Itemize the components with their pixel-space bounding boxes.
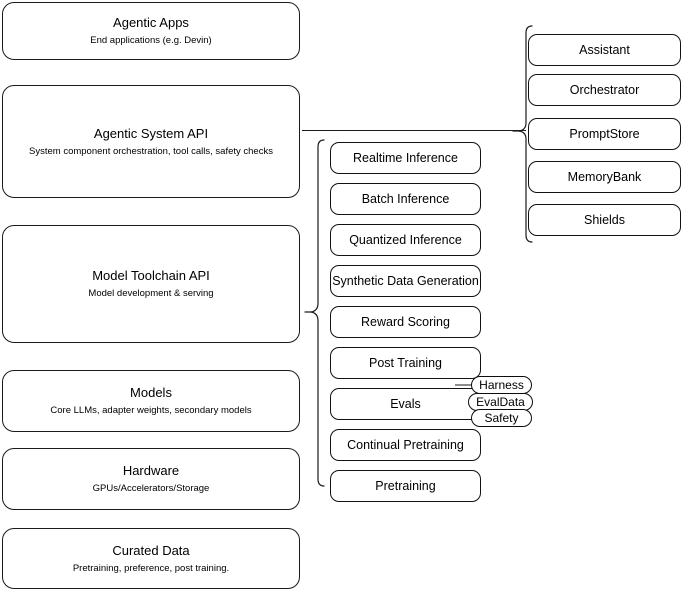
layer-title: Hardware — [122, 463, 180, 478]
eval-badge-label: Harness — [479, 378, 524, 392]
toolchain-brace — [304, 138, 326, 520]
eval-badge-label: Safety — [484, 411, 519, 425]
system-components-brace — [512, 24, 534, 252]
system-api-connector-line — [302, 124, 526, 138]
eval-badge-label: EvalData — [476, 395, 525, 409]
toolchain-item-label: Reward Scoring — [361, 314, 450, 329]
toolchain-item-label: Realtime Inference — [353, 150, 458, 165]
layer-curated-data[interactable]: Curated Data Pretraining, preference, po… — [2, 528, 300, 589]
toolchain-item-realtime-inference[interactable]: Realtime Inference — [330, 142, 481, 174]
layer-models[interactable]: Models Core LLMs, adapter weights, secon… — [2, 370, 300, 432]
layer-subtitle: Core LLMs, adapter weights, secondary mo… — [50, 405, 252, 416]
layer-agentic-system-api[interactable]: Agentic System API System component orch… — [2, 85, 300, 198]
system-component-label: Orchestrator — [569, 82, 640, 97]
system-component-assistant[interactable]: Assistant — [528, 34, 681, 66]
toolchain-item-label: Batch Inference — [361, 191, 450, 206]
eval-badge-harness[interactable]: Harness — [471, 376, 532, 394]
system-component-label: MemoryBank — [567, 169, 642, 184]
layer-title: Model Toolchain API — [92, 268, 210, 283]
layer-subtitle: GPUs/Accelerators/Storage — [92, 483, 210, 494]
layer-title: Models — [130, 385, 172, 400]
system-component-memorybank[interactable]: MemoryBank — [528, 161, 681, 193]
toolchain-item-quantized-inference[interactable]: Quantized Inference — [330, 224, 481, 256]
layer-subtitle: Pretraining, preference, post training. — [72, 562, 230, 574]
eval-badge-evaldata[interactable]: EvalData — [468, 393, 533, 411]
toolchain-item-synthetic-data-generation[interactable]: Synthetic Data Generation — [330, 265, 481, 297]
system-component-promptstore[interactable]: PromptStore — [528, 118, 681, 150]
system-component-shields[interactable]: Shields — [528, 204, 681, 236]
layer-title: Agentic System API — [93, 125, 209, 141]
toolchain-item-label: Pretraining — [375, 478, 436, 493]
toolchain-item-label: Post Training — [369, 355, 442, 370]
layer-hardware[interactable]: Hardware GPUs/Accelerators/Storage — [2, 448, 300, 510]
system-component-label: PromptStore — [569, 126, 640, 141]
toolchain-item-label: Evals — [390, 396, 421, 411]
layer-subtitle: Model development & serving — [88, 288, 214, 299]
layer-title: Agentic Apps — [113, 15, 189, 30]
layer-subtitle: System component orchestration, tool cal… — [29, 145, 273, 157]
toolchain-item-continual-pretraining[interactable]: Continual Pretraining — [330, 429, 481, 461]
toolchain-item-reward-scoring[interactable]: Reward Scoring — [330, 306, 481, 338]
system-component-label: Assistant — [579, 42, 630, 57]
toolchain-item-label: Quantized Inference — [349, 232, 462, 247]
toolchain-item-post-training[interactable]: Post Training — [330, 347, 481, 379]
layer-model-toolchain-api[interactable]: Model Toolchain API Model development & … — [2, 225, 300, 343]
toolchain-item-evals[interactable]: Evals — [330, 388, 481, 420]
toolchain-item-pretraining[interactable]: Pretraining — [330, 470, 481, 502]
toolchain-item-batch-inference[interactable]: Batch Inference — [330, 183, 481, 215]
eval-badge-safety[interactable]: Safety — [471, 409, 532, 427]
system-component-label: Shields — [584, 212, 625, 227]
layer-agentic-apps[interactable]: Agentic Apps End applications (e.g. Devi… — [2, 2, 300, 60]
toolchain-item-label: Synthetic Data Generation — [332, 273, 479, 288]
toolchain-item-label: Continual Pretraining — [347, 437, 464, 452]
system-component-orchestrator[interactable]: Orchestrator — [528, 74, 681, 106]
layer-subtitle: End applications (e.g. Devin) — [90, 35, 212, 46]
layer-title: Curated Data — [112, 542, 190, 558]
